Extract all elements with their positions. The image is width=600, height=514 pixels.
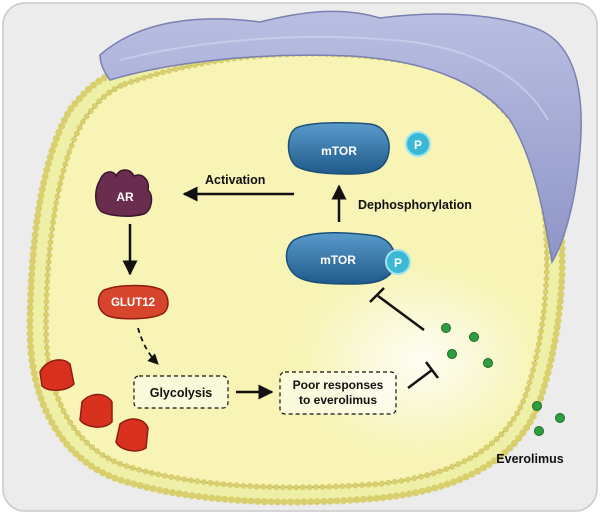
membrane-transporter-3 xyxy=(115,418,149,452)
dephosphorylation-label: Dephosphorylation xyxy=(358,198,472,212)
glycolysis-box: Glycolysis xyxy=(133,375,229,409)
entry-glow xyxy=(300,265,540,455)
phosphate-top: P xyxy=(405,131,431,157)
poor-response-inhibits-everolimus xyxy=(407,369,433,389)
activation-label: Activation xyxy=(205,173,265,187)
ar-label: AR xyxy=(116,190,134,204)
glycolysis-label: Glycolysis xyxy=(150,386,213,400)
everolimus-label: Everolimus xyxy=(496,452,563,466)
glut12-to-glycolysis-arrow xyxy=(137,327,159,365)
everolimus-inside xyxy=(441,323,493,368)
mtor-bottom: mTOR xyxy=(285,232,396,285)
membrane-transporter-2 xyxy=(79,393,113,428)
phosphate-top-label: P xyxy=(414,138,422,152)
mtor-top: mTOR xyxy=(287,122,390,175)
phosphate-bottom-label: P xyxy=(394,256,402,270)
nucleus xyxy=(99,10,582,265)
mtor-bottom-label: mTOR xyxy=(320,253,356,267)
poor-response-line1: Poor responses xyxy=(293,378,384,392)
phosphate-bottom: P xyxy=(385,249,411,275)
membrane-transporter-1 xyxy=(39,359,75,391)
glut12-label: GLUT12 xyxy=(111,297,155,309)
everolimus-inhibits-mtor xyxy=(377,294,425,332)
nucleus-highlight xyxy=(119,35,549,121)
glut12-protein: GLUT12 xyxy=(97,284,169,320)
poor-response-line2: to everolimus xyxy=(299,393,377,407)
inhibition-bar-2 xyxy=(369,287,385,303)
everolimus-outside xyxy=(532,401,565,436)
inhibition-bar-1 xyxy=(425,361,439,379)
mtor-top-label: mTOR xyxy=(321,144,357,158)
ar-protein: AR xyxy=(95,169,153,217)
poor-response-box: Poor responses to everolimus xyxy=(279,371,397,415)
